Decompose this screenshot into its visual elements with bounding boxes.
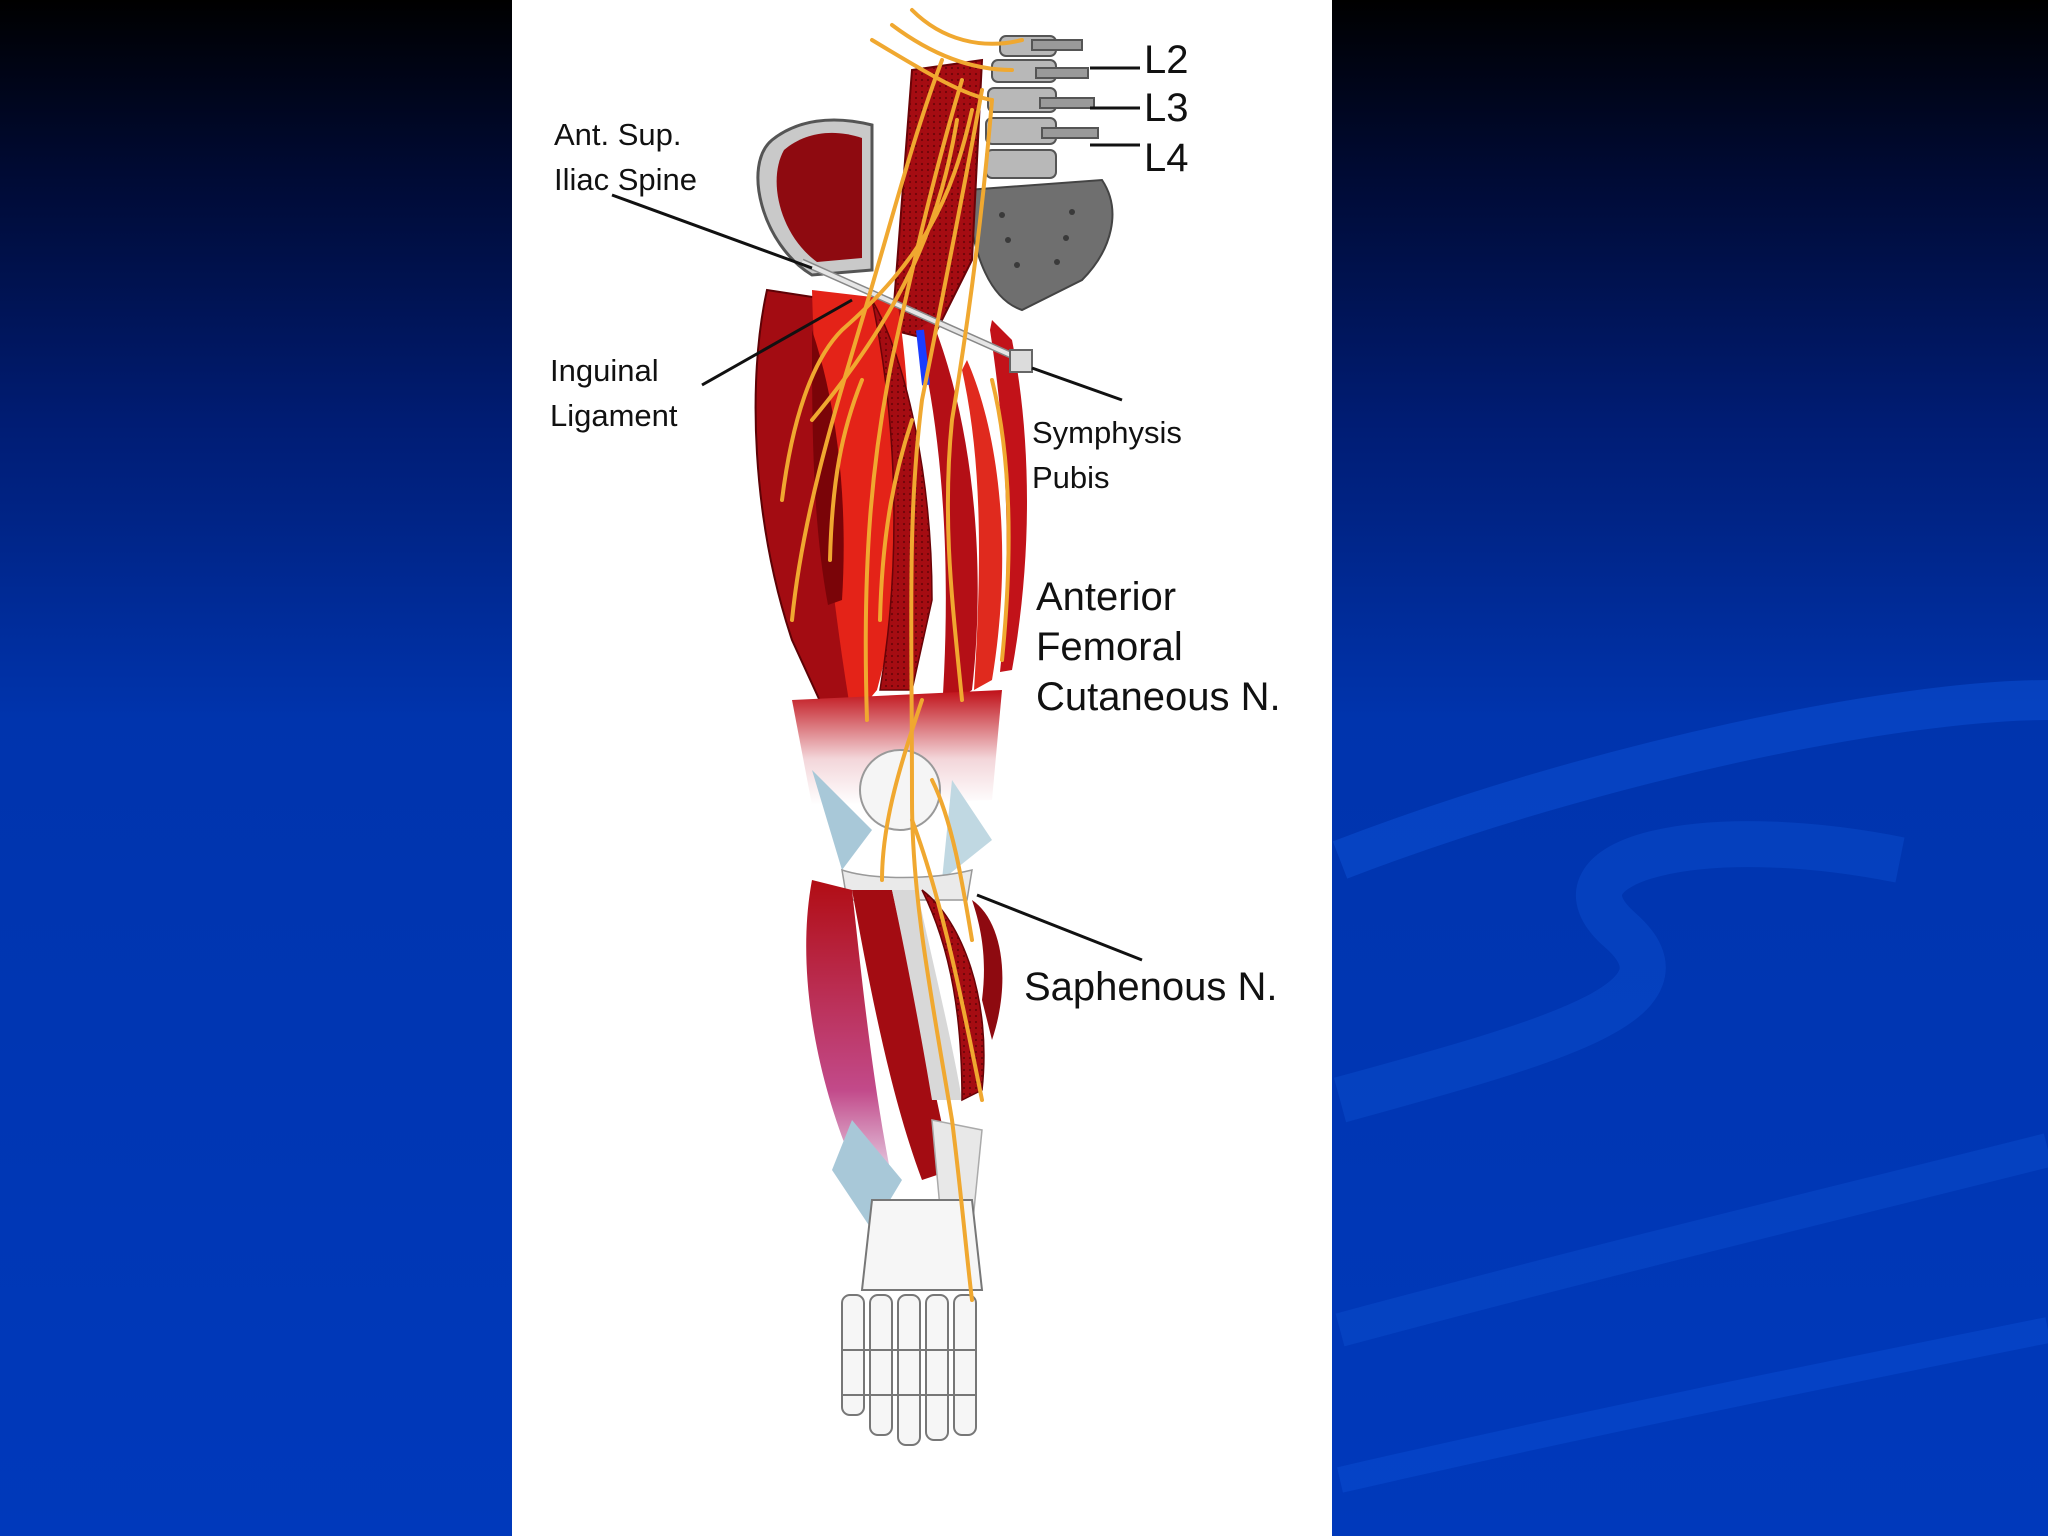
nerves: [780, 8, 1024, 1302]
thigh-muscles: [754, 288, 1027, 761]
knee: [792, 690, 1002, 901]
sacral-foramina: [999, 209, 1075, 268]
lumbar-vertebrae: [985, 35, 1099, 179]
symphysis-pubis: [1009, 349, 1033, 373]
label-afcn-line2: Femoral: [1036, 625, 1183, 669]
label-l3: L3: [1144, 86, 1189, 130]
label-inguinal-ligament: Inguinal Ligament: [550, 348, 678, 438]
label-afcn-line1: Anterior: [1036, 575, 1177, 619]
label-inguinal-line1: Inguinal: [550, 353, 659, 388]
label-ant-sup-iliac-spine: Ant. Sup. Iliac Spine: [554, 112, 697, 202]
label-l4: L4: [1144, 136, 1189, 180]
label-asis-line1: Ant. Sup.: [554, 117, 682, 152]
label-afcn-line3: Cutaneous N.: [1036, 675, 1281, 719]
label-inguinal-line2: Ligament: [550, 398, 678, 433]
pelvis: [756, 118, 874, 277]
sacrum: [965, 178, 1114, 312]
label-symphysis-line1: Symphysis: [1032, 415, 1182, 450]
label-l2: L2: [1144, 38, 1189, 82]
label-asis-line2: Iliac Spine: [554, 162, 698, 197]
leg-anatomy-illustration: [611, 8, 1143, 1446]
label-symphysis-line2: Pubis: [1032, 460, 1110, 495]
diagram-panel: L2 L3 L4 Ant. Sup. Iliac Spine Inguinal …: [512, 0, 1332, 1536]
label-pointer-lines: [611, 66, 1143, 962]
label-saphenous-nerve: Saphenous N.: [1024, 965, 1278, 1009]
foot-bones: [841, 1199, 984, 1446]
label-anterior-femoral-cutaneous-nerve: Anterior Femoral Cutaneous N.: [1036, 572, 1281, 722]
label-symphysis-pubis: Symphysis Pubis: [1032, 410, 1182, 500]
